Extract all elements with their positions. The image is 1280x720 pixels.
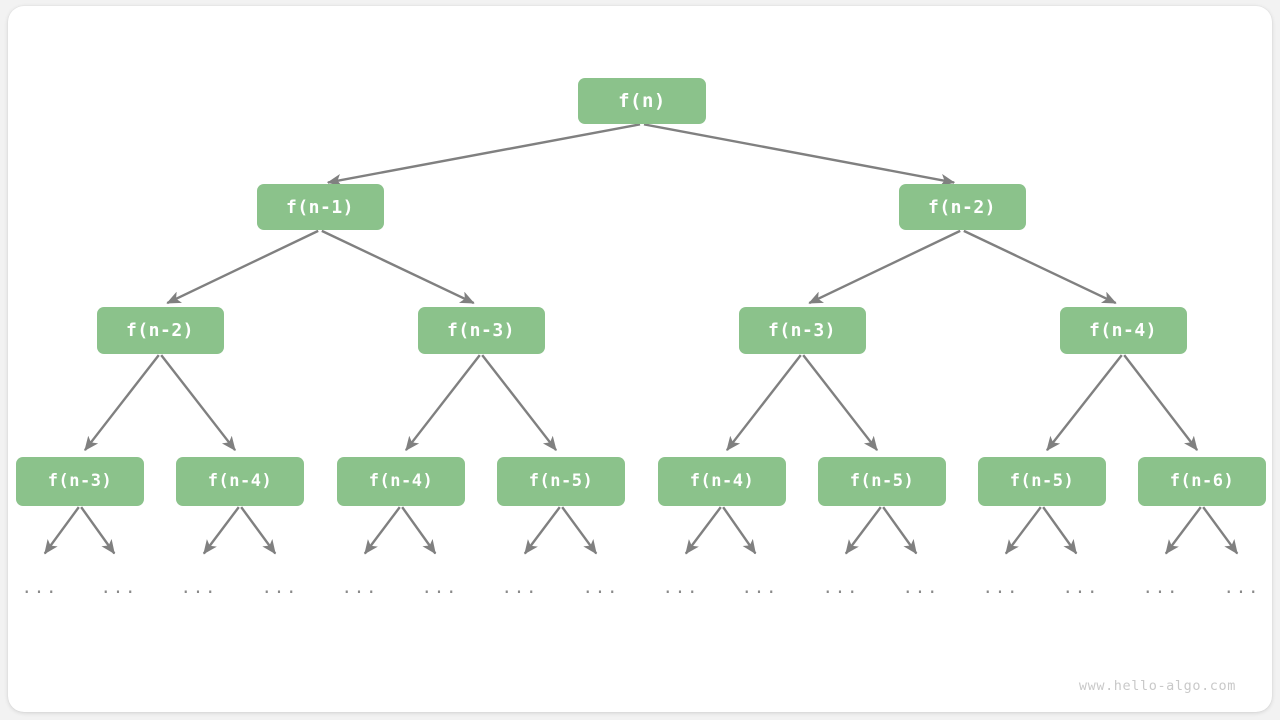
ellipsis-marker: ... xyxy=(1223,578,1261,598)
tree-node-label: f(n-4) xyxy=(689,471,755,491)
tree-node-label: f(n-3) xyxy=(47,471,113,491)
tree-node-label: f(n-2) xyxy=(125,319,195,341)
ellipsis-marker: ... xyxy=(21,578,59,598)
ellipsis-marker: ... xyxy=(501,578,539,598)
tree-node: f(n-3) xyxy=(16,456,144,506)
tree-node-label: f(n-4) xyxy=(207,471,273,491)
tree-node-label: f(n-3) xyxy=(446,319,516,341)
tree-node-label: f(n-2) xyxy=(927,196,997,218)
tree-node-label: f(n-4) xyxy=(1088,319,1158,341)
tree-node: f(n-4) xyxy=(337,456,465,506)
ellipsis-marker: ... xyxy=(261,578,299,598)
ellipsis-marker: ... xyxy=(662,578,700,598)
ellipsis-marker: ... xyxy=(1142,578,1180,598)
tree-node: f(n-3) xyxy=(417,306,545,354)
watermark: www.hello-algo.com xyxy=(1078,678,1236,694)
tree-node-label: f(n-1) xyxy=(285,196,355,218)
ellipsis-marker: ... xyxy=(982,578,1020,598)
tree-node: f(n-2) xyxy=(96,306,224,354)
ellipsis-marker: ... xyxy=(180,578,218,598)
tree-node-label: f(n-4) xyxy=(368,471,434,491)
ellipsis-marker: ... xyxy=(741,578,779,598)
tree-node: f(n-3) xyxy=(738,306,866,354)
tree-node-label: f(n-5) xyxy=(849,471,915,491)
tree-node-label: f(n-3) xyxy=(767,319,837,341)
tree-node-label: f(n) xyxy=(618,90,666,112)
tree-node: f(n-4) xyxy=(176,456,304,506)
ellipsis-marker: ... xyxy=(902,578,940,598)
tree-node: f(n-4) xyxy=(658,456,786,506)
ellipsis-marker: ... xyxy=(582,578,620,598)
tree-node: f(n-2) xyxy=(898,184,1026,230)
tree-node-label: f(n-5) xyxy=(528,471,594,491)
ellipsis-marker: ... xyxy=(341,578,379,598)
tree-node: f(n-6) xyxy=(1138,456,1266,506)
tree-node: f(n-5) xyxy=(978,456,1106,506)
tree-node: f(n-1) xyxy=(256,184,384,230)
ellipsis-marker: ... xyxy=(1062,578,1100,598)
ellipsis-marker: ... xyxy=(100,578,138,598)
tree-node: f(n) xyxy=(578,78,706,124)
tree-node: f(n-4) xyxy=(1059,306,1187,354)
tree-node: f(n-5) xyxy=(818,456,946,506)
tree-node-label: f(n-6) xyxy=(1169,471,1235,491)
tree-node: f(n-5) xyxy=(497,456,625,506)
ellipsis-marker: ... xyxy=(421,578,459,598)
ellipsis-marker: ... xyxy=(822,578,860,598)
tree-node-label: f(n-5) xyxy=(1009,471,1075,491)
